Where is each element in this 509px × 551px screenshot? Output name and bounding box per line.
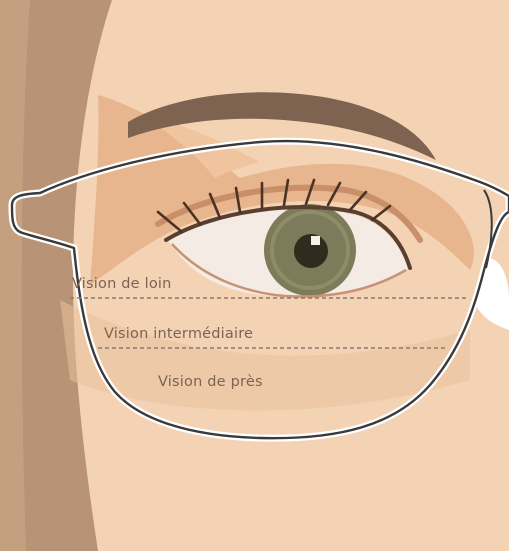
label-intermediate-vision: Vision intermédiaire [104, 326, 253, 342]
label-far-vision: Vision de loin [72, 276, 172, 292]
eye-reflection [311, 236, 320, 245]
label-near-vision: Vision de près [158, 374, 263, 390]
